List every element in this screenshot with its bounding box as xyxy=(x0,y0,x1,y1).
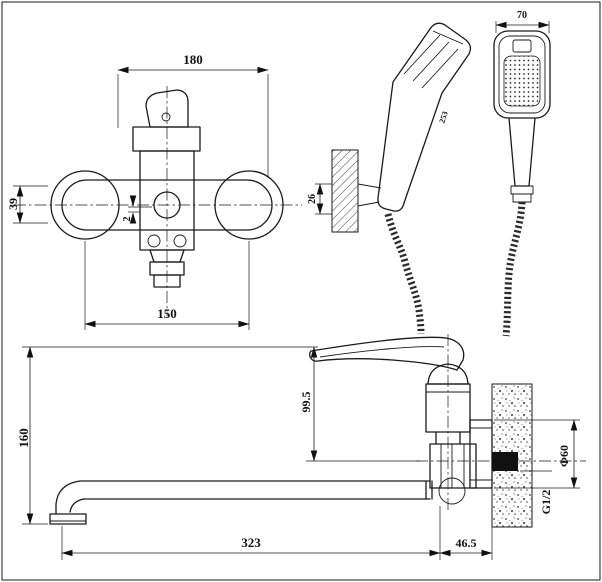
hand-shower-front-view: 70 xyxy=(493,10,551,337)
shower-hose-right xyxy=(502,201,526,337)
dim-180-label: 180 xyxy=(183,52,203,67)
hand-shower-side-view: 253 26 xyxy=(307,22,472,335)
right-escutcheon xyxy=(214,170,284,240)
spout-end-outer xyxy=(55,480,81,515)
dim-g12-label: G1/2 xyxy=(539,490,553,515)
front-view-dimensions: 180 39 2 150 xyxy=(6,52,269,330)
shower-hose-left xyxy=(384,213,425,335)
aerator xyxy=(153,274,181,288)
dim-phi60-label: Φ60 xyxy=(557,445,571,467)
shower-head-outline xyxy=(493,30,551,119)
mixer-body-side xyxy=(425,383,471,433)
spray-face xyxy=(503,55,541,107)
diverter-knob xyxy=(153,191,181,219)
dim-46-5-label: 46.5 xyxy=(456,536,477,550)
dim-253-label: 253 xyxy=(437,110,449,124)
body-bar xyxy=(61,179,273,231)
side-view: 160 99.5 323 46.5 Φ60 G1/2 xyxy=(16,334,586,560)
screw-right xyxy=(173,234,187,248)
handle-button xyxy=(161,112,171,122)
shower-head-inner xyxy=(498,35,546,114)
swivel-nut xyxy=(429,443,477,489)
dim-99-5-label: 99.5 xyxy=(299,392,313,413)
left-escutcheon xyxy=(50,170,120,240)
dim-160-label: 160 xyxy=(16,428,31,448)
front-view xyxy=(14,86,302,316)
dim-70-label: 70 xyxy=(517,10,527,21)
threaded-nipple xyxy=(492,452,518,471)
dim-39-label: 39 xyxy=(6,198,20,210)
dim-323-label: 323 xyxy=(241,535,261,550)
screw-left xyxy=(147,234,161,248)
shower-mode-button xyxy=(512,39,532,53)
handle-front xyxy=(145,89,189,128)
spout-outlet xyxy=(49,513,87,525)
dim-2-label: 2 xyxy=(122,217,133,222)
spout-pivot xyxy=(438,477,466,505)
spout-end-inner xyxy=(69,498,85,513)
dim-26-label: 26 xyxy=(307,194,318,204)
hand-shower-body xyxy=(377,22,472,212)
cartridge-dome xyxy=(427,363,469,385)
dim-150-label: 150 xyxy=(157,306,177,321)
wall-bracket-section xyxy=(331,149,359,233)
